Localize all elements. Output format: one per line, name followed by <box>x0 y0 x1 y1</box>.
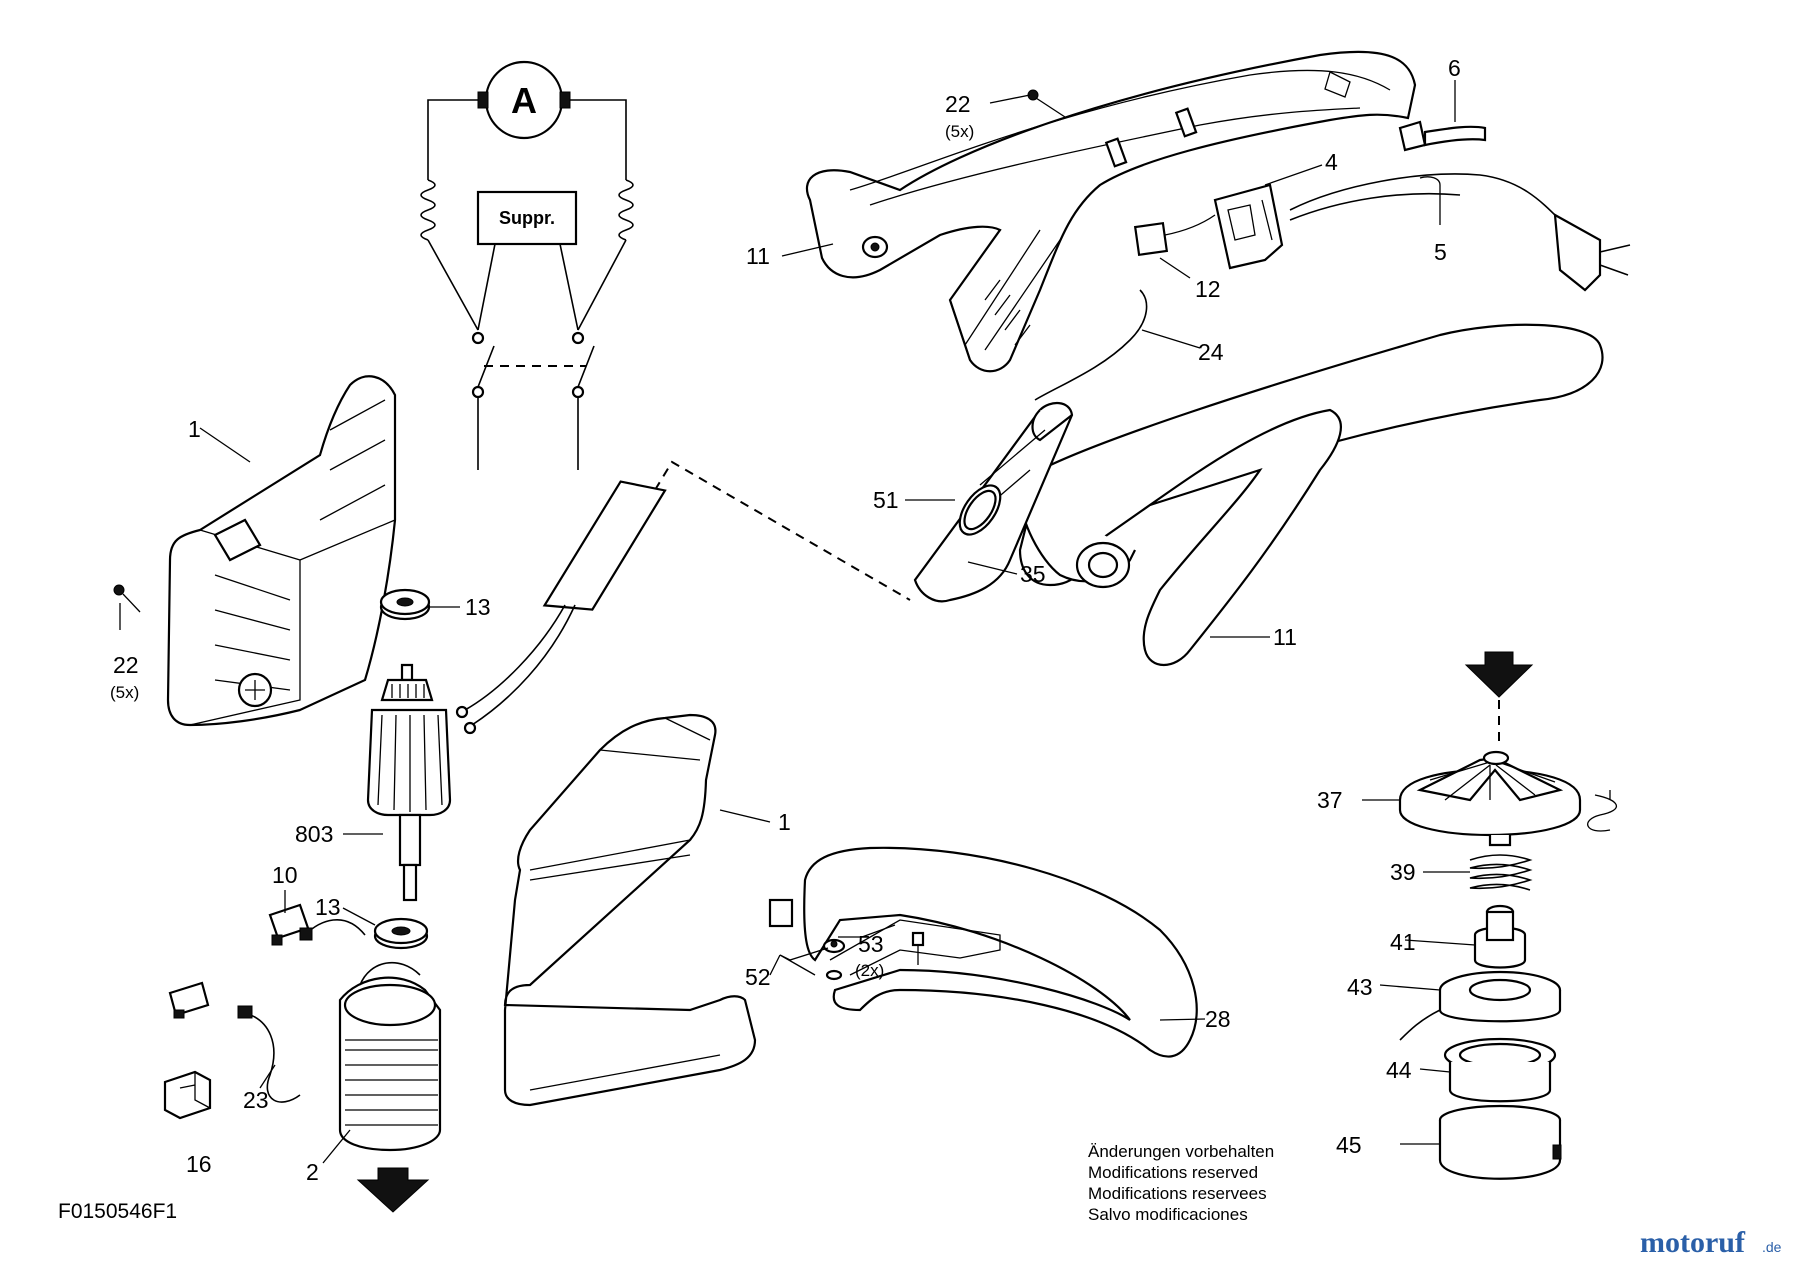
screws-part-53 <box>822 931 925 981</box>
main-handle-tube <box>1018 323 1604 666</box>
label-43: 43 <box>1347 974 1373 1000</box>
label-35: 35 <box>1020 561 1046 587</box>
spool-part-43 <box>1399 970 1562 1041</box>
label-23: 23 <box>243 1087 269 1113</box>
label-10: 10 <box>272 862 298 888</box>
label-11-top: 11 <box>746 243 770 269</box>
bearing-part-13-bottom <box>373 917 429 950</box>
stator-part-2 <box>237 918 442 1152</box>
motor-housing-center <box>503 713 757 1107</box>
label-13-bottom: 13 <box>315 894 341 920</box>
cable-part-24 <box>1034 289 1148 401</box>
bearing-part-13-top <box>379 588 431 621</box>
label-41: 41 <box>1390 929 1416 955</box>
armature-part-803 <box>366 663 452 902</box>
label-11-right: 11 <box>1273 624 1297 650</box>
watermark: motoruf .de <box>1640 1226 1782 1259</box>
power-cable-part-5 <box>1289 173 1631 292</box>
cable-sleeve-part-6 <box>1398 120 1487 152</box>
arrow-down-left <box>356 1167 430 1213</box>
part-labels: 22 (5x) 6 4 11 5 12 24 1 22 (5x) 13 51 3… <box>110 55 1461 1185</box>
diagram-code: F0150546F1 <box>58 1200 177 1223</box>
watermark-main: motoruf <box>1640 1226 1746 1259</box>
arrow-down-right <box>1464 651 1534 698</box>
spring-part-39 <box>1469 854 1533 891</box>
label-12: 12 <box>1195 276 1221 302</box>
connector-part-12 <box>1133 214 1216 257</box>
label-22-left-qty: (5x) <box>110 683 139 702</box>
label-53-qty: (2x) <box>855 961 884 980</box>
cable-connector-tube <box>455 480 667 735</box>
label-22-left: 22 <box>113 652 139 678</box>
sticker-part-52 <box>768 898 794 928</box>
label-2: 2 <box>306 1159 319 1185</box>
wiring-schematic: A Suppr. <box>420 60 634 470</box>
bush-part-44 <box>1443 1037 1557 1103</box>
cap-part-16 <box>163 1070 212 1120</box>
label-16: 16 <box>186 1151 212 1177</box>
clip-part-small <box>168 981 210 1019</box>
field-coil-right <box>618 179 634 241</box>
motor-housing-half-left <box>166 375 397 727</box>
suppressor-box <box>476 190 578 246</box>
hub-part-41 <box>1473 904 1527 969</box>
field-coil-left <box>420 179 436 241</box>
leader-lines <box>119 80 1476 1164</box>
label-53: 53 <box>858 931 884 957</box>
suppressor-label: Suppr. <box>499 208 555 228</box>
label-1-center: 1 <box>778 809 791 835</box>
note-line-fr: Modifications reservees <box>1088 1184 1267 1203</box>
label-1-left: 1 <box>188 416 201 442</box>
label-803: 803 <box>295 821 333 847</box>
guard-part-28 <box>803 846 1198 1058</box>
label-4: 4 <box>1325 149 1338 175</box>
modifications-note: Änderungen vorbehalten Modifications res… <box>1088 1142 1274 1224</box>
fan-part-37 <box>1398 750 1617 847</box>
ring-part-51 <box>958 484 1002 536</box>
label-22-top: 22 <box>945 91 971 117</box>
screw-left <box>113 584 141 613</box>
label-28: 28 <box>1205 1006 1231 1032</box>
label-52: 52 <box>745 964 771 990</box>
switch-part-4 <box>1213 183 1284 270</box>
wire-connection-dashed <box>654 460 911 601</box>
note-line-es: Salvo modificaciones <box>1088 1205 1248 1224</box>
label-5: 5 <box>1434 239 1447 265</box>
motor-symbol-label: A <box>511 80 537 121</box>
note-line-en: Modifications reserved <box>1088 1163 1258 1182</box>
upper-handle-shell <box>805 50 1417 373</box>
label-22-top-qty: (5x) <box>945 122 974 141</box>
label-6: 6 <box>1448 55 1461 81</box>
label-37: 37 <box>1317 787 1343 813</box>
label-45: 45 <box>1336 1132 1362 1158</box>
cap-part-45 <box>1438 1104 1562 1180</box>
label-51: 51 <box>873 487 899 513</box>
watermark-suffix: .de <box>1762 1239 1782 1255</box>
label-44: 44 <box>1386 1057 1412 1083</box>
label-13-top: 13 <box>465 594 491 620</box>
label-39: 39 <box>1390 859 1416 885</box>
screw-top <box>1027 89 1066 118</box>
note-line-de: Änderungen vorbehalten <box>1088 1142 1274 1161</box>
label-24: 24 <box>1198 339 1224 365</box>
